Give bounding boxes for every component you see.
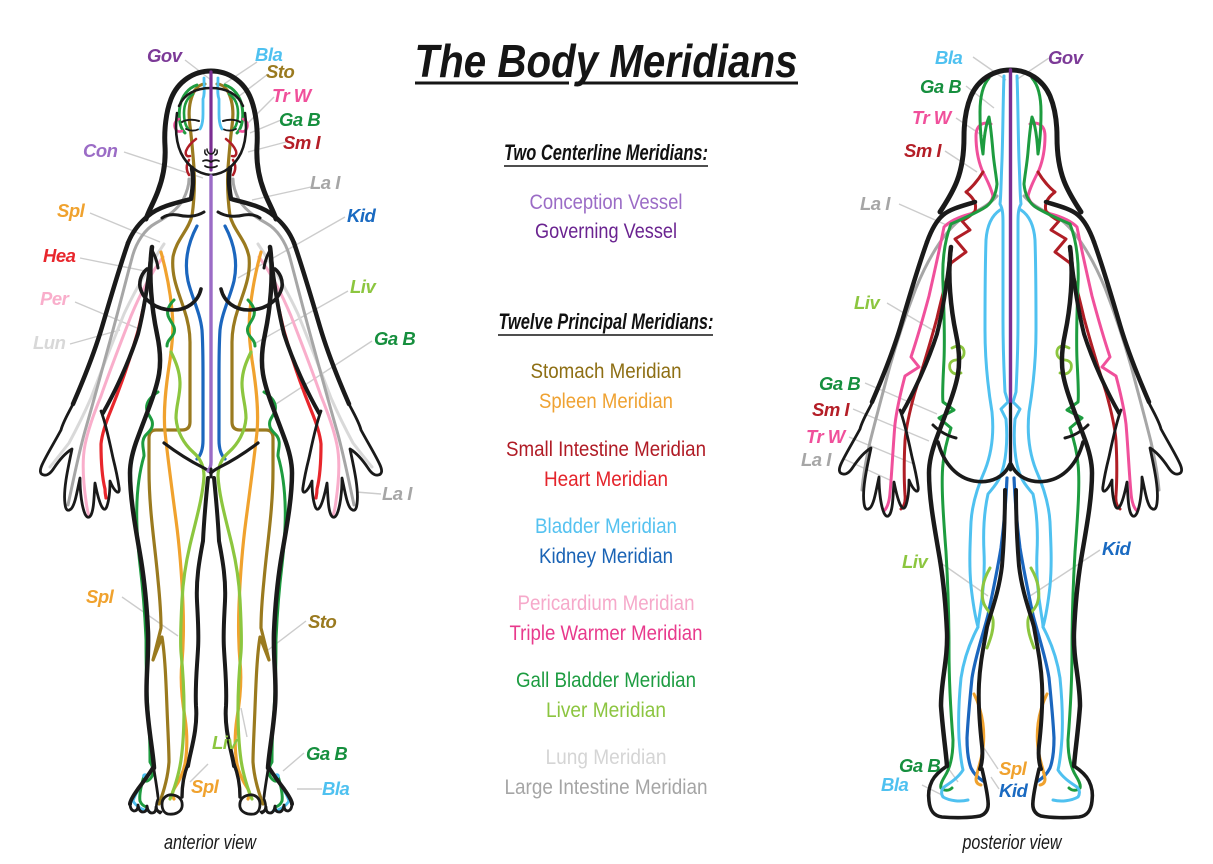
svg-text:Liv: Liv	[854, 292, 881, 313]
svg-text:Liv: Liv	[350, 276, 377, 297]
svg-text:Twelve Principal Meridians:: Twelve Principal Meridians:	[499, 309, 714, 334]
svg-text:Ga B: Ga B	[899, 755, 940, 776]
svg-text:anterior view: anterior view	[164, 832, 257, 854]
svg-text:Kidney Meridian: Kidney Meridian	[539, 545, 673, 568]
svg-text:Bla: Bla	[935, 47, 963, 68]
svg-text:Lun: Lun	[33, 332, 66, 353]
svg-text:Ga B: Ga B	[920, 76, 961, 97]
svg-text:Liv: Liv	[902, 551, 929, 572]
svg-text:Ga B: Ga B	[819, 373, 860, 394]
svg-text:Heart Meridian: Heart Meridian	[544, 468, 668, 491]
svg-text:Tr W: Tr W	[272, 85, 313, 106]
svg-text:Ga B: Ga B	[374, 328, 415, 349]
svg-text:La I: La I	[382, 483, 413, 504]
svg-text:Liver Meridian: Liver Meridian	[546, 699, 666, 722]
svg-text:Sto: Sto	[266, 61, 295, 82]
svg-text:Per: Per	[40, 288, 71, 309]
svg-text:Two Centerline Meridians:: Two Centerline Meridians:	[504, 140, 708, 165]
svg-text:Gov: Gov	[1048, 47, 1085, 68]
svg-text:The Body Meridians: The Body Meridians	[415, 35, 798, 87]
svg-text:Stomach Meridian: Stomach Meridian	[531, 360, 682, 383]
svg-text:Bla: Bla	[255, 44, 283, 65]
svg-text:Spleen Meridian: Spleen Meridian	[539, 390, 673, 413]
svg-text:Bla: Bla	[322, 778, 350, 799]
svg-text:La I: La I	[310, 172, 341, 193]
svg-text:Sto: Sto	[308, 611, 337, 632]
svg-text:La I: La I	[801, 449, 832, 470]
svg-text:Ga B: Ga B	[279, 109, 320, 130]
svg-text:Small Intestine Meridian: Small Intestine Meridian	[506, 438, 706, 461]
svg-text:Liv: Liv	[212, 732, 239, 753]
svg-text:Gov: Gov	[147, 45, 184, 66]
svg-text:Kid: Kid	[1102, 538, 1132, 559]
svg-text:Triple Warmer Meridian: Triple Warmer Meridian	[510, 622, 703, 645]
svg-text:Ga B: Ga B	[306, 743, 347, 764]
svg-text:Bladder Meridian: Bladder Meridian	[535, 515, 677, 538]
svg-text:Hea: Hea	[43, 245, 76, 266]
svg-text:Kid: Kid	[999, 780, 1029, 801]
svg-text:Spl: Spl	[86, 586, 115, 607]
svg-text:Spl: Spl	[999, 758, 1028, 779]
svg-text:Tr W: Tr W	[912, 107, 953, 128]
svg-text:La I: La I	[860, 193, 891, 214]
svg-text:Gall Bladder Meridian: Gall Bladder Meridian	[516, 669, 696, 692]
svg-text:Pericardium Meridian: Pericardium Meridian	[518, 592, 695, 615]
svg-text:Lung Meridian: Lung Meridian	[546, 746, 667, 769]
svg-text:Governing Vessel: Governing Vessel	[535, 220, 677, 243]
svg-text:Con: Con	[83, 140, 118, 161]
svg-text:Kid: Kid	[347, 205, 377, 226]
svg-text:Conception Vessel: Conception Vessel	[530, 191, 683, 214]
svg-text:Sm I: Sm I	[283, 132, 321, 153]
svg-text:Sm I: Sm I	[904, 140, 942, 161]
svg-text:Spl: Spl	[191, 776, 220, 797]
svg-text:Bla: Bla	[881, 774, 909, 795]
svg-text:Tr W: Tr W	[806, 426, 847, 447]
svg-text:Large Intestine Meridian: Large Intestine Meridian	[505, 776, 708, 799]
svg-text:Spl: Spl	[57, 200, 86, 221]
svg-text:posterior view: posterior view	[962, 832, 1063, 854]
svg-text:Sm I: Sm I	[812, 399, 850, 420]
